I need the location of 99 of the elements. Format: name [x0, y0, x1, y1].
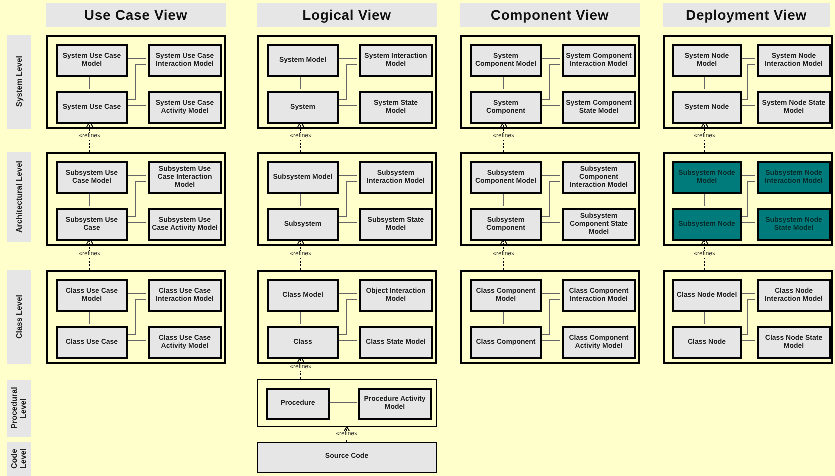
connector-line [704, 310, 706, 324]
level-band [7, 35, 31, 129]
model-box [148, 91, 222, 124]
connector-line [300, 310, 302, 324]
model-box [470, 161, 542, 194]
level-container [663, 270, 833, 364]
level-container [460, 35, 640, 129]
model-box [267, 326, 339, 359]
refine-arrow [344, 426, 350, 442]
model-box [148, 161, 222, 194]
model-box [562, 161, 636, 194]
refine-arrow [500, 122, 508, 152]
model-box [359, 44, 433, 77]
level-label: Code Level [10, 448, 28, 472]
model-box [56, 326, 128, 359]
model-box [757, 208, 831, 241]
model-box [470, 44, 542, 77]
refine-arrow [298, 122, 304, 152]
level-band [7, 152, 31, 242]
model-box [562, 208, 636, 241]
connector-line [300, 74, 302, 90]
source-code-box [257, 442, 437, 473]
model-box [358, 388, 432, 420]
model-box [267, 44, 339, 77]
refine-arrow [86, 238, 94, 270]
model-box [470, 279, 542, 312]
refine-arrow [500, 238, 508, 270]
model-box [470, 208, 542, 241]
level-container [46, 270, 226, 364]
model-box [757, 91, 831, 124]
model-box [148, 44, 222, 77]
model-box [562, 279, 636, 312]
header-text: Deployment View [686, 6, 807, 25]
view-header [257, 3, 437, 27]
model-box [359, 279, 433, 312]
model-box [359, 208, 433, 241]
level-band [7, 442, 31, 476]
refine-arrow [86, 122, 94, 152]
connector-line [704, 192, 706, 206]
model-box [56, 91, 128, 124]
level-label: System Level [14, 56, 24, 108]
view-header [46, 3, 226, 27]
header-text: Logical View [302, 6, 392, 25]
model-box [470, 326, 542, 359]
level-band [7, 270, 31, 364]
refine-arrow [702, 122, 708, 152]
model-box [148, 279, 222, 312]
level-container [460, 270, 640, 364]
view-header [460, 3, 640, 27]
level-band [7, 380, 31, 437]
model-box [148, 326, 222, 359]
refine-arrow [298, 238, 304, 270]
model-box [56, 208, 128, 241]
model-box [672, 91, 742, 124]
view-header [663, 3, 830, 27]
level-container [257, 379, 437, 427]
model-box [562, 326, 636, 359]
model-box [267, 279, 339, 312]
level-container [257, 35, 437, 129]
level-label: Architectural Level [14, 160, 24, 234]
level-container [46, 35, 226, 129]
header-text: Component View [490, 6, 610, 25]
model-box [672, 161, 742, 194]
model-box [562, 44, 636, 77]
connector-line [704, 74, 706, 90]
model-box [757, 326, 831, 359]
level-container [460, 152, 640, 246]
model-box [672, 279, 742, 312]
level-label: Class Level [14, 294, 24, 340]
model-box [757, 279, 831, 312]
level-container [663, 152, 833, 246]
model-box [359, 91, 433, 124]
connector-line [300, 192, 302, 206]
refine-arrow [702, 238, 708, 270]
model-box [672, 44, 742, 77]
model-box [56, 161, 128, 194]
model-box [267, 208, 339, 241]
model-box [562, 91, 636, 124]
model-box [757, 161, 831, 194]
model-box [672, 326, 742, 359]
model-box [267, 161, 339, 194]
model-box [266, 388, 330, 420]
model-box [56, 279, 128, 312]
model-box [359, 161, 433, 194]
level-container [257, 152, 437, 246]
level-container [46, 152, 226, 246]
level-container [257, 270, 437, 364]
model-box [359, 326, 433, 359]
refine-arrow [298, 356, 304, 380]
model-box [148, 208, 222, 241]
model-box [470, 91, 542, 124]
level-label: Procedural Level [10, 386, 28, 432]
connector-line [328, 402, 358, 404]
model-box [267, 91, 339, 124]
header-text: Use Case View [84, 6, 188, 24]
model-box [757, 44, 831, 77]
level-container [663, 35, 833, 129]
model-box [672, 208, 742, 241]
model-box [56, 44, 128, 77]
